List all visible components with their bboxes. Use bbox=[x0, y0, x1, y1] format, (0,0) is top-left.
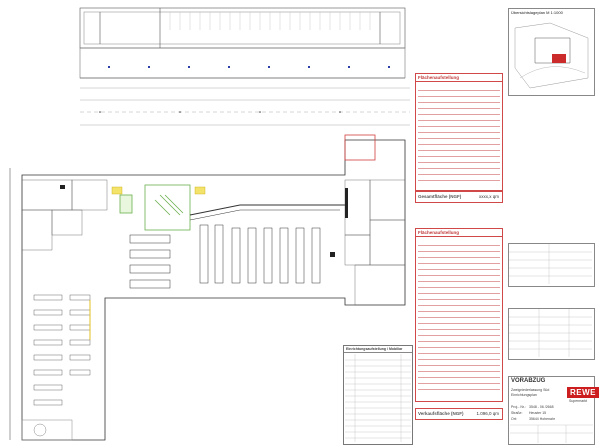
highlight-box bbox=[194, 186, 206, 195]
revision-table bbox=[508, 308, 595, 360]
status-stamp: VORABZUG bbox=[511, 378, 546, 384]
rewe-subtitle: Supermarkt bbox=[569, 399, 588, 403]
project-number-label: Proj.- Nr.: bbox=[511, 405, 526, 409]
project-number-value: 3548 - 06 /2668 bbox=[529, 405, 554, 409]
project-line-2: Einrichtungsplan bbox=[511, 393, 537, 397]
title-block: VORABZUG Zweigniederlassung Süd Einricht… bbox=[508, 376, 599, 445]
street-label: Straße: bbox=[511, 411, 523, 415]
road-dots bbox=[99, 111, 341, 113]
total-area-value: xxxx,x qm bbox=[478, 194, 499, 199]
back-rooms bbox=[21, 179, 406, 306]
overview-map bbox=[514, 22, 589, 89]
overview-plan: Übersichtslageplan M 1:1000 bbox=[508, 8, 595, 96]
city-value: 35644 Hohenahr bbox=[529, 417, 556, 421]
overview-title: Übersichtslageplan M 1:1000 bbox=[511, 10, 563, 15]
rewe-logo: REWE bbox=[567, 387, 599, 398]
sales-area-panel: Verkaufsfläche (NGF) 1.096,0 qm bbox=[415, 408, 503, 420]
highlight-box bbox=[111, 186, 123, 195]
inventory-table: Einrichtungsaufstellung / Mobiliar bbox=[343, 345, 413, 445]
street-value: Heuster 15 bbox=[529, 411, 547, 415]
legend-table bbox=[508, 243, 595, 287]
warehouse-racks bbox=[33, 294, 91, 406]
area-table-panel: Flächenaufstellung bbox=[415, 73, 503, 191]
sales-area-value: 1.096,0 qm bbox=[476, 411, 499, 416]
total-area-panel: Gesamtfläche (NGF) xxxx,x qm bbox=[415, 191, 503, 203]
column-grid bbox=[108, 66, 390, 68]
area-table-panel-2: Flächenaufstellung bbox=[415, 228, 503, 402]
produce-area bbox=[119, 184, 191, 231]
inventory-title: Einrichtungsaufstellung / Mobiliar bbox=[344, 346, 412, 353]
equipment bbox=[60, 185, 348, 257]
area-table-title: Flächenaufstellung bbox=[416, 74, 502, 82]
project-line-1: Zweigniederlassung Süd bbox=[511, 388, 550, 392]
shelving-rows bbox=[129, 204, 345, 289]
city-label: Ort: bbox=[511, 417, 517, 421]
sales-area-label: Verkaufsfläche (NGF) bbox=[418, 411, 464, 416]
site-marker bbox=[552, 54, 566, 63]
parking-structure bbox=[79, 7, 406, 79]
area-table-2-title: Flächenaufstellung bbox=[416, 229, 502, 237]
annex-outline bbox=[344, 134, 376, 161]
total-area-label: Gesamtfläche (NGF) bbox=[418, 194, 462, 199]
